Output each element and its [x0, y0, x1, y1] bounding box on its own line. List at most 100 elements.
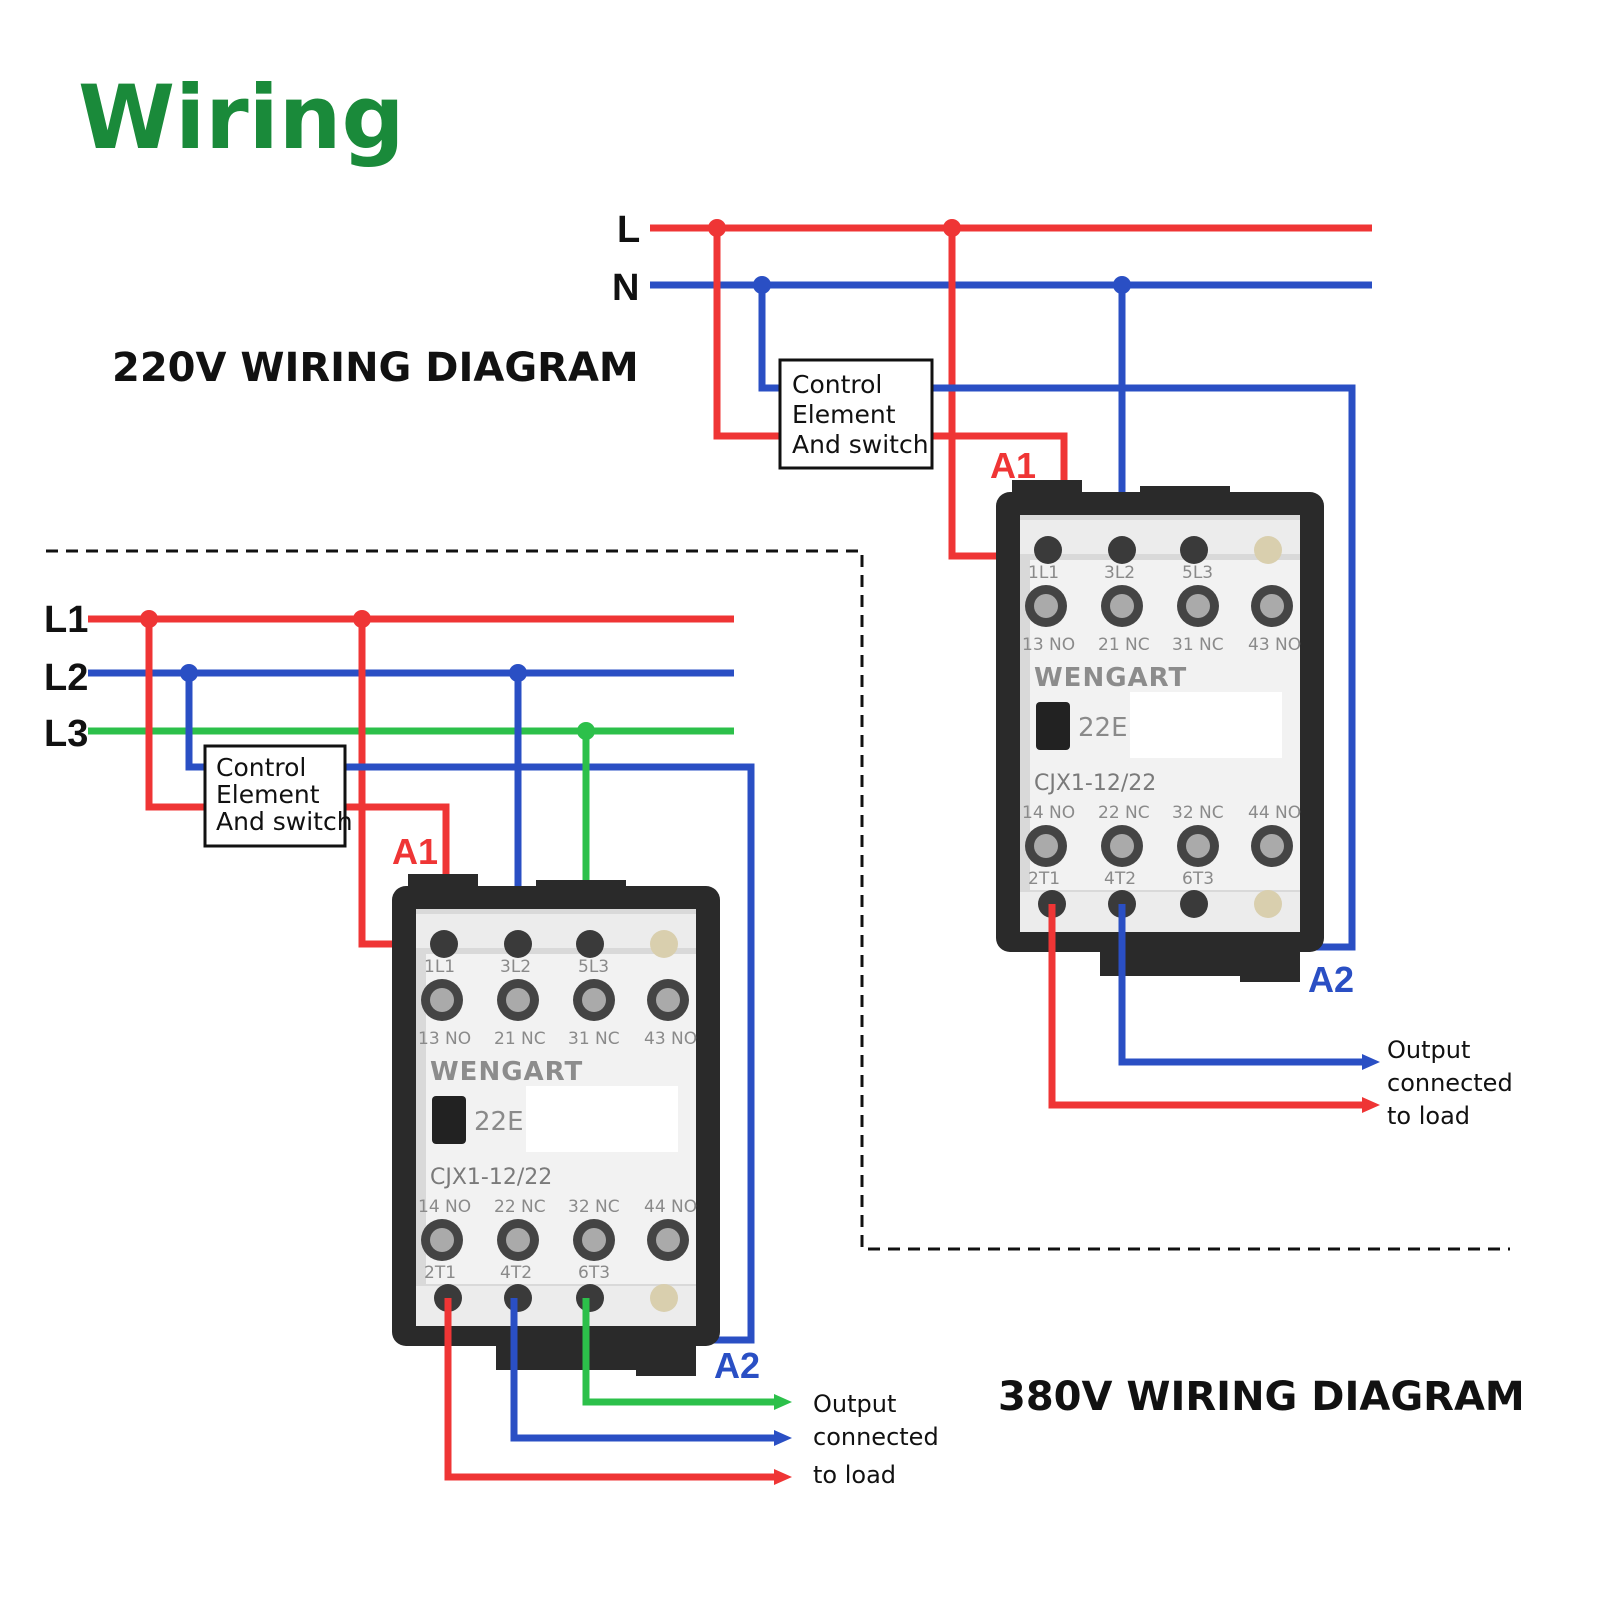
aux-label-32nc: 32 NC	[1172, 803, 1224, 823]
aux-label-44no: 44 NO	[1248, 803, 1301, 823]
terminal-cap	[1254, 890, 1282, 918]
control-element-box: Control Element And switch	[203, 744, 353, 848]
arrow-icon	[1362, 1054, 1380, 1070]
terminal-label-6t3: 6T3	[578, 1263, 610, 1283]
control-box-line-2: Element	[792, 400, 896, 429]
output-label-line-2: connected	[1387, 1069, 1513, 1097]
terminal-label-2t1: 2T1	[424, 1263, 456, 1283]
section-divider	[46, 549, 1510, 1251]
output-wire-blue	[510, 1298, 774, 1442]
terminal-screw	[1034, 536, 1062, 564]
coil-a1-label: A1	[392, 831, 438, 872]
junction-dot	[1113, 276, 1131, 294]
aux-label-21nc: 21 NC	[1098, 635, 1150, 655]
control-box-line-2: Element	[216, 780, 320, 809]
rail-label-n: N	[612, 267, 639, 309]
arrow-icon	[774, 1430, 792, 1446]
terminal-screw	[576, 1284, 604, 1312]
aux-label-31nc: 31 NC	[1172, 635, 1224, 655]
terminal-cap	[650, 1284, 678, 1312]
page-title: Wiring	[78, 66, 404, 169]
junction-dot	[753, 276, 771, 294]
aux-label-14no: 14 NO	[418, 1197, 471, 1217]
aux-screw-row-top	[421, 979, 689, 1021]
label-plate	[526, 1086, 678, 1152]
terminal-label-2t1: 2T1	[1028, 869, 1060, 889]
output-label-line-3: to load	[813, 1461, 896, 1489]
terminal-cap	[650, 930, 678, 958]
terminal-screw	[504, 1284, 532, 1312]
aux-screw-row-bottom	[421, 1219, 689, 1261]
brand-label: WENGART	[430, 1057, 583, 1087]
terminal-screw	[1180, 536, 1208, 564]
label-plate	[1130, 692, 1282, 758]
junction-dot	[509, 664, 527, 682]
junction-dot	[353, 610, 371, 628]
coil-a2-label: A2	[714, 1345, 760, 1386]
terminal-screw	[430, 930, 458, 958]
aux-label-14no: 14 NO	[1022, 803, 1075, 823]
diagram-380v-title: 380V WIRING DIAGRAM	[998, 1374, 1525, 1420]
junction-dot	[943, 219, 961, 237]
coil-a1-label: A1	[990, 445, 1036, 486]
aux-code-label: 22E	[474, 1107, 524, 1137]
output-label-line-3: to load	[1387, 1102, 1470, 1130]
wire-l2-to-control	[185, 673, 205, 771]
output-wire-green	[582, 1298, 774, 1406]
terminal-label-1l1: 1L1	[424, 957, 455, 977]
terminal-label-1l1: 1L1	[1028, 563, 1059, 583]
control-box-line-1: Control	[216, 753, 306, 782]
output-wire-blue	[1118, 904, 1362, 1066]
junction-dot	[577, 722, 595, 740]
coil-a2-label: A2	[1308, 959, 1354, 1000]
terminal-label-5l3: 5L3	[578, 957, 609, 977]
terminal-screw	[504, 930, 532, 958]
rail-label-l3: L3	[44, 713, 88, 755]
control-box-line-3: And switch	[216, 807, 353, 836]
output-wire-red	[444, 1298, 774, 1481]
brand-label: WENGART	[1034, 663, 1187, 693]
junction-dot	[180, 664, 198, 682]
aux-label-22nc: 22 NC	[494, 1197, 546, 1217]
terminal-screw	[1180, 890, 1208, 918]
rail-label-l1: L1	[44, 599, 88, 641]
terminal-cap	[1254, 536, 1282, 564]
terminal-label-6t3: 6T3	[1182, 869, 1214, 889]
aux-label-13no: 13 NO	[418, 1029, 471, 1049]
aux-screw-row-bottom	[1025, 825, 1293, 867]
aux-label-32nc: 32 NC	[568, 1197, 620, 1217]
aux-screw-row-top	[1025, 585, 1293, 627]
output-label-line-1: Output	[1387, 1036, 1470, 1064]
arrow-icon	[1362, 1097, 1380, 1113]
terminal-label-4t2: 4T2	[1104, 869, 1136, 889]
arrow-icon	[774, 1394, 792, 1410]
arrow-icon	[774, 1469, 792, 1485]
rail-label-l2: L2	[44, 657, 88, 699]
wire-n-to-control	[758, 285, 780, 392]
wire-l1-to-control	[145, 619, 205, 811]
contactor-220v: 1L1 3L2 5L3 13 NO 21 NC 31 NC 43 NO WENG…	[996, 480, 1324, 982]
diagram-220v-title: 220V WIRING DIAGRAM	[112, 345, 639, 391]
contactor-380v: 1L1 3L2 5L3 13 NO 21 NC 31 NC 43 NO WENG…	[392, 874, 720, 1376]
control-box-line-1: Control	[792, 370, 882, 399]
terminal-screw	[1108, 536, 1136, 564]
aux-label-22nc: 22 NC	[1098, 803, 1150, 823]
aux-label-43no: 43 NO	[1248, 635, 1301, 655]
junction-dot	[708, 219, 726, 237]
aux-label-13no: 13 NO	[1022, 635, 1075, 655]
diagram-380v: 380V WIRING DIAGRAM L1 L2 L3 Control Ele…	[44, 599, 1525, 1489]
model-label: CJX1-12/22	[1034, 771, 1156, 796]
aux-slot	[1036, 702, 1070, 750]
aux-slot	[432, 1096, 466, 1144]
control-box-line-3: And switch	[792, 430, 929, 459]
terminal-label-3l2: 3L2	[1104, 563, 1135, 583]
terminal-label-5l3: 5L3	[1182, 563, 1213, 583]
control-element-box: Control Element And switch	[778, 358, 934, 470]
terminal-screw	[576, 930, 604, 958]
aux-label-43no: 43 NO	[644, 1029, 697, 1049]
model-label: CJX1-12/22	[430, 1165, 552, 1190]
aux-label-21nc: 21 NC	[494, 1029, 546, 1049]
rail-label-l: L	[617, 209, 640, 251]
terminal-label-3l2: 3L2	[500, 957, 531, 977]
